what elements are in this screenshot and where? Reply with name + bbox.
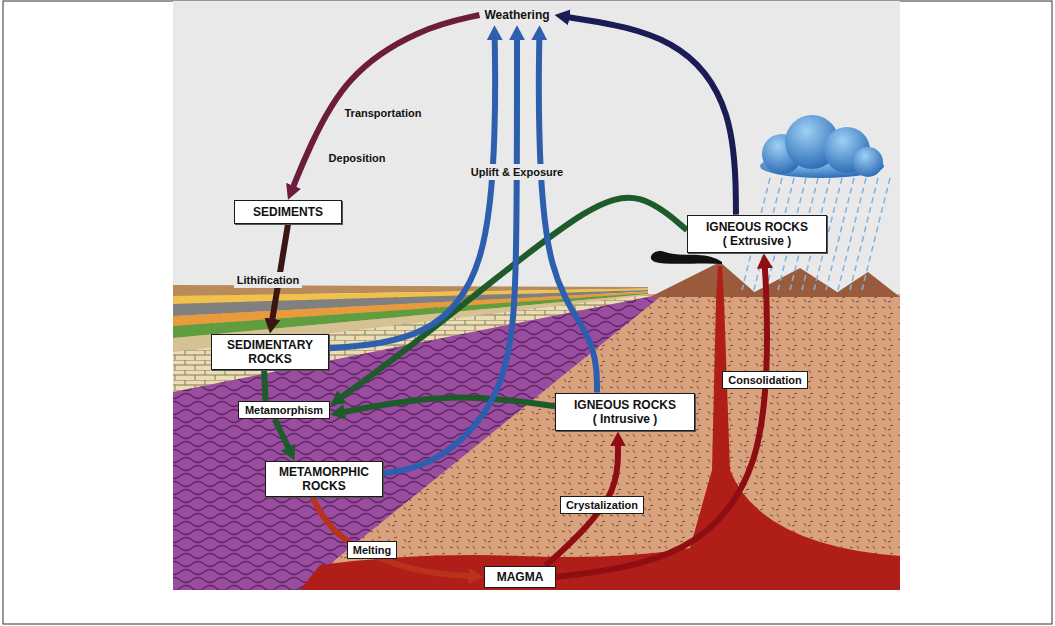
weathering-arrow: [568, 17, 736, 214]
node-text: METAMORPHIC ROCKS: [272, 465, 376, 494]
edge-label: Lithification: [234, 272, 302, 288]
rock-type-box: SEDIMENTS: [234, 200, 342, 224]
node-text: MAGMA: [497, 570, 544, 584]
rain-streak: [838, 178, 866, 290]
edge-label: Crystalization: [560, 496, 644, 514]
process-label: Deposition: [326, 150, 389, 166]
node-text: Weathering: [484, 8, 549, 22]
rock-type-box: IGNEOUS ROCKS( Extrusive ): [687, 215, 827, 254]
volcano: [650, 262, 760, 297]
metamorphism-arrow: [275, 419, 289, 448]
rain-streak: [862, 178, 890, 290]
process-box: Metamorphism: [238, 401, 330, 419]
mountain: [745, 268, 845, 297]
melting-arrow: [312, 497, 469, 576]
node-text: ( Extrusive ): [706, 234, 808, 248]
rain-streak: [826, 178, 854, 290]
rain-streak: [850, 178, 878, 290]
rock-type-box: METAMORPHIC ROCKS: [265, 461, 383, 498]
igneous-ground: [173, 294, 900, 590]
edge-label-text: Lithification: [237, 274, 299, 286]
node-text: IGNEOUS ROCKS: [706, 220, 808, 234]
metamorphism-arrow: [264, 370, 265, 400]
edge-label-text: Melting: [353, 544, 392, 556]
edge-label-text: Consolidation: [728, 374, 801, 386]
metamorphism-arrow: [344, 398, 555, 412]
edge-label: Consolidation: [722, 371, 807, 389]
edge-label: Melting: [347, 541, 398, 559]
process-term: Weathering: [479, 5, 554, 25]
rock-type-box: SEDIMENTARY ROCKS: [211, 334, 329, 371]
node-text: IGNEOUS ROCKS: [574, 398, 676, 412]
process-label-text: Deposition: [329, 152, 386, 164]
uplift-arrow: [329, 39, 495, 348]
frame: [3, 1, 1052, 624]
process-label: Transportation: [341, 105, 424, 121]
node-text: SEDIMENTS: [253, 205, 323, 219]
edge-label-text: Uplift & Exposure: [471, 166, 563, 178]
cloud-part: [853, 147, 883, 177]
weathering-arrow: [293, 15, 479, 187]
volcanic-vent: [716, 266, 724, 300]
node-text: SEDIMENTARY ROCKS: [218, 338, 322, 367]
edge-label-text: Crystalization: [566, 499, 638, 511]
cloud: [760, 115, 884, 178]
magma-box: MAGMA: [484, 566, 557, 588]
node-text: ( Intrusive ): [574, 412, 676, 426]
node-text: Metamorphism: [245, 403, 323, 417]
process-label-text: Transportation: [344, 107, 421, 119]
uplift-arrow: [539, 39, 597, 392]
edge-label: Uplift & Exposure: [468, 164, 566, 180]
rock-type-box: IGNEOUS ROCKS( Intrusive ): [555, 393, 695, 432]
